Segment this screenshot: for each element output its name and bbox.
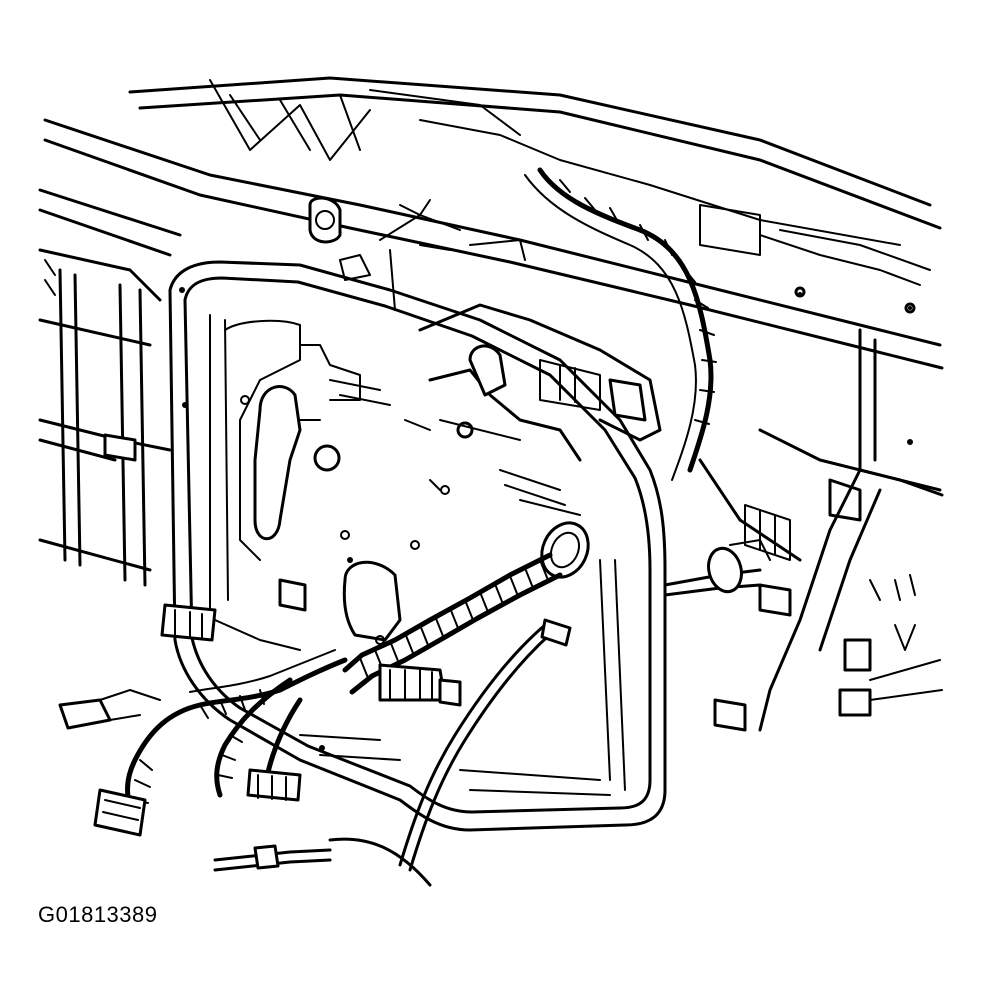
lower-wire-harness xyxy=(58,578,348,837)
body-pillar-right xyxy=(698,328,944,732)
control-cable xyxy=(213,539,771,887)
door-panel-details xyxy=(240,344,581,761)
figure-id-label: G01813389 xyxy=(38,902,158,927)
accent-marks xyxy=(179,287,913,751)
window-regulator xyxy=(308,196,662,462)
door-inner-panel xyxy=(168,260,667,832)
left-trim-panel xyxy=(38,248,172,587)
door-harness-conduit xyxy=(342,521,590,707)
